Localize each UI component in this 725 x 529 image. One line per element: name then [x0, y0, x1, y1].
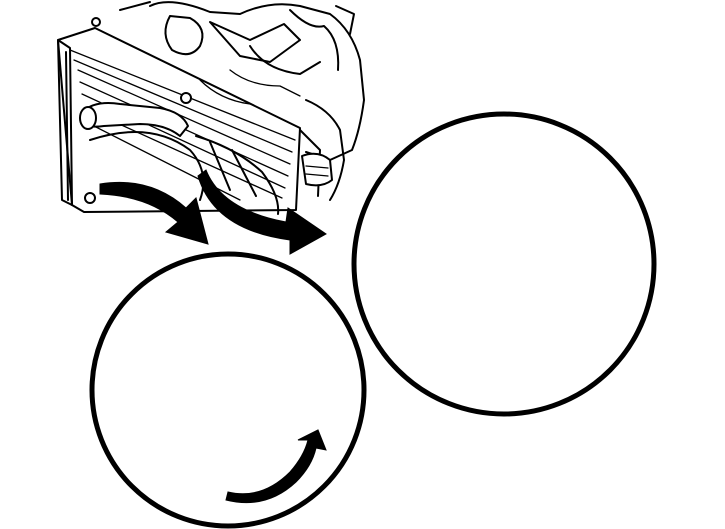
detail-frame-block	[351, 111, 657, 417]
engine-block-drain-detail	[351, 111, 657, 417]
arrow-to-block-detail	[197, 169, 327, 255]
detail-frame-radiator	[89, 251, 367, 529]
arrow-to-radiator-detail	[99, 181, 209, 245]
upper-hose	[81, 102, 189, 137]
arrow-drain-direction	[225, 429, 327, 504]
engine-overview	[57, 1, 365, 215]
engine-top	[149, 1, 365, 161]
radiator-drain-detail	[89, 251, 367, 529]
